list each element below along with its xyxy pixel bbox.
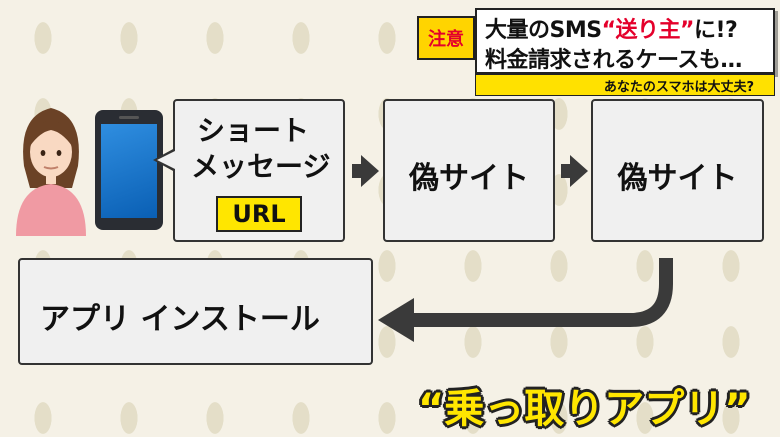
app-install-box: アプリ インストール	[18, 258, 373, 365]
headline-part-c: に!?	[694, 18, 738, 43]
speech-bubble-tail-fill	[157, 151, 175, 169]
right-arrow-icon	[570, 155, 588, 187]
fake-site-label-1: 偽サイト	[409, 161, 529, 196]
fake-site-box-1: 偽サイト	[383, 99, 555, 242]
news-banner: 注意 大量のSMS“送り主”に!? 料金請求されるケースも… あなたのスマホは大…	[417, 8, 775, 96]
headline-line-2: 料金請求されるケースも…	[485, 48, 742, 73]
arrow-stem-2	[561, 164, 571, 178]
fake-site-box-2: 偽サイト	[591, 99, 764, 242]
sms-label-line-2: メッセージ	[191, 150, 331, 183]
app-install-label: アプリ インストール	[40, 302, 320, 337]
caution-badge: 注意	[417, 16, 475, 60]
sms-label-line-1: ショート	[197, 114, 310, 147]
smartphone-icon	[95, 110, 163, 230]
curved-arrow-icon	[378, 258, 673, 342]
right-arrow-icon	[361, 155, 379, 187]
arrow-stem-1	[352, 164, 362, 178]
fake-site-label-2: 偽サイト	[617, 161, 738, 196]
short-message-box: ショート メッセージ URL	[173, 99, 345, 242]
sub-headline: あなたのスマホは大丈夫?	[475, 74, 775, 96]
hijack-app-caption: “乗っ取りアプリ”	[418, 386, 751, 432]
headline-box: 大量のSMS“送り主”に!? 料金請求されるケースも…	[475, 8, 775, 74]
phone-speaker	[119, 116, 139, 119]
headline-part-a: 大量のSMS	[485, 18, 602, 43]
woman-illustration	[16, 108, 86, 236]
url-tag: URL	[216, 196, 302, 232]
headline-line-1: 大量のSMS“送り主”に!?	[485, 12, 738, 44]
headline-part-b: “送り主”	[601, 18, 695, 43]
phone-screen	[101, 124, 157, 218]
